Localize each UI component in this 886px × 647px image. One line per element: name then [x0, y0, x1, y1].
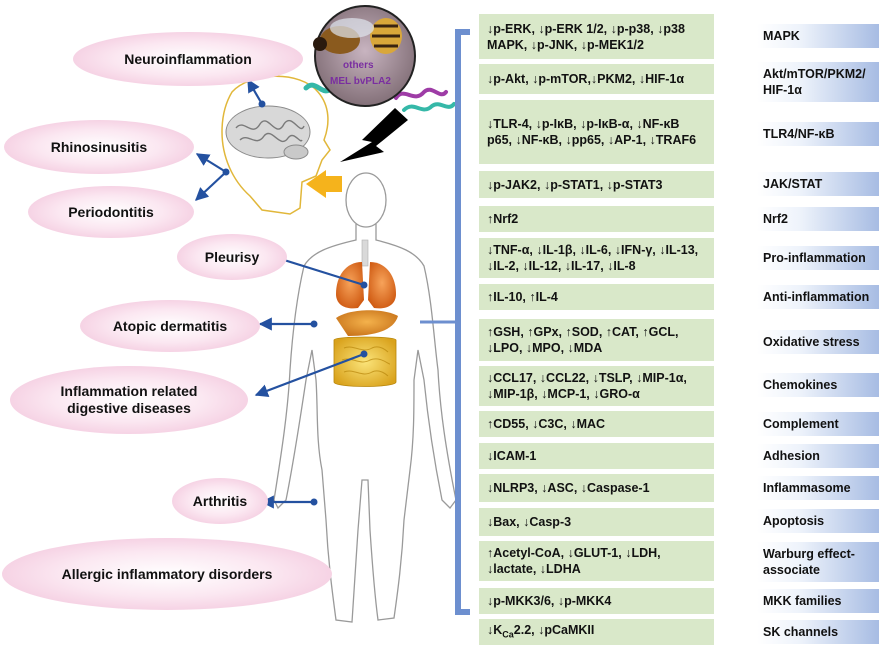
effects-apoptosis: ↓Bax, ↓Casp-3: [479, 508, 714, 536]
pathway-jak: JAK/STAT: [757, 172, 879, 196]
effects-mapk: ↓p-ERK, ↓p-ERK 1/2, ↓p-p38, ↓p38 MAPK, ↓…: [479, 14, 714, 59]
disease-rhinosinusitis: Rhinosinusitis: [4, 120, 194, 174]
disease-pleurisy: Pleurisy: [177, 234, 287, 280]
effects-tlr4: ↓TLR-4, ↓p-IκB, ↓p-IκB-α, ↓NF-κB p65, ↓N…: [479, 100, 714, 164]
effects-complement: ↑CD55, ↓C3C, ↓MAC: [479, 411, 714, 437]
pathway-sk: SK channels: [757, 620, 879, 644]
brain-shape: [225, 105, 311, 160]
disease-atopic-dermatitis: Atopic dermatitis: [80, 300, 260, 352]
trachea-shape: [361, 239, 369, 267]
effects-sk: ↓KCa2.2, ↓pCaMKII: [479, 619, 714, 645]
pathway-tlr4: TLR4/NF-κB: [757, 122, 879, 146]
pathway-warburg: Warburg effect-associate: [757, 542, 879, 582]
disease-allergic: Allergic inflammatory disorders: [2, 538, 332, 610]
pathway-apoptosis: Apoptosis: [757, 509, 879, 533]
liver-shape: [336, 310, 398, 336]
bee-image: [313, 5, 416, 107]
effects-warburg: ↑Acetyl-CoA, ↓GLUT-1, ↓LDH, ↓lactate, ↓L…: [479, 541, 714, 581]
pathway-mkk: MKK families: [757, 589, 879, 613]
effects-chemokines: ↓CCL17, ↓CCL22, ↓TSLP, ↓MIP-1α, ↓MIP-1β,…: [479, 366, 714, 406]
effects-anti-inflammation: ↑IL-10, ↑IL-4: [479, 284, 714, 310]
venom-arrow: [340, 108, 408, 162]
pathway-inflammasome: Inflammasome: [757, 476, 879, 500]
effects-akt: ↓p-Akt, ↓p-mTOR,↓PKM2, ↓HIF-1α: [479, 64, 714, 94]
lung-left-shape: [336, 262, 364, 309]
protein-ribbon-right: [394, 87, 456, 112]
orange-arrow: [306, 170, 342, 198]
effects-adhesion: ↓ICAM-1: [479, 443, 714, 469]
pathway-anti-inflammation: Anti-inflammation: [757, 285, 879, 309]
disease-periodontitis: Periodontitis: [28, 186, 194, 238]
effects-nrf2: ↑Nrf2: [479, 206, 714, 232]
disease-neuroinflammation: Neuroinflammation: [73, 32, 303, 86]
disease-arrows: [195, 78, 365, 509]
pathway-akt: Akt/mTOR/PKM2/ HIF-1α: [757, 62, 879, 102]
effects-inflammasome: ↓NLRP3, ↓ASC, ↓Caspase-1: [479, 474, 714, 502]
pathway-mapk: MAPK: [757, 24, 879, 48]
pathway-complement: Complement: [757, 412, 879, 436]
venom-others-label: others: [343, 60, 374, 71]
effects-pro-inflammation: ↓TNF-α, ↓IL-1β, ↓IL-6, ↓IFN-γ, ↓IL-13, ↓…: [479, 238, 714, 278]
human-body-outline: [221, 75, 457, 623]
disease-arthritis: Arthritis: [172, 478, 268, 524]
pathway-nrf2: Nrf2: [757, 207, 879, 231]
disease-digestive: Inflammation related digestive diseases: [10, 366, 248, 434]
pathway-oxidative: Oxidative stress: [757, 330, 879, 354]
lung-right-shape: [368, 262, 396, 309]
pathway-pro-inflammation: Pro-inflammation: [757, 246, 879, 270]
pathway-adhesion: Adhesion: [757, 444, 879, 468]
effects-oxidative: ↑GSH, ↑GPx, ↑SOD, ↑CAT, ↑GCL, ↓LPO, ↓MPO…: [479, 319, 714, 361]
effects-mkk: ↓p-MKK3/6, ↓p-MKK4: [479, 588, 714, 614]
venom-components-label: MEL bvPLA2: [330, 76, 391, 87]
pathway-bracket: [455, 29, 470, 615]
effects-jak: ↓p-JAK2, ↓p-STAT1, ↓p-STAT3: [479, 171, 714, 198]
pathway-chemokines: Chemokines: [757, 373, 879, 397]
